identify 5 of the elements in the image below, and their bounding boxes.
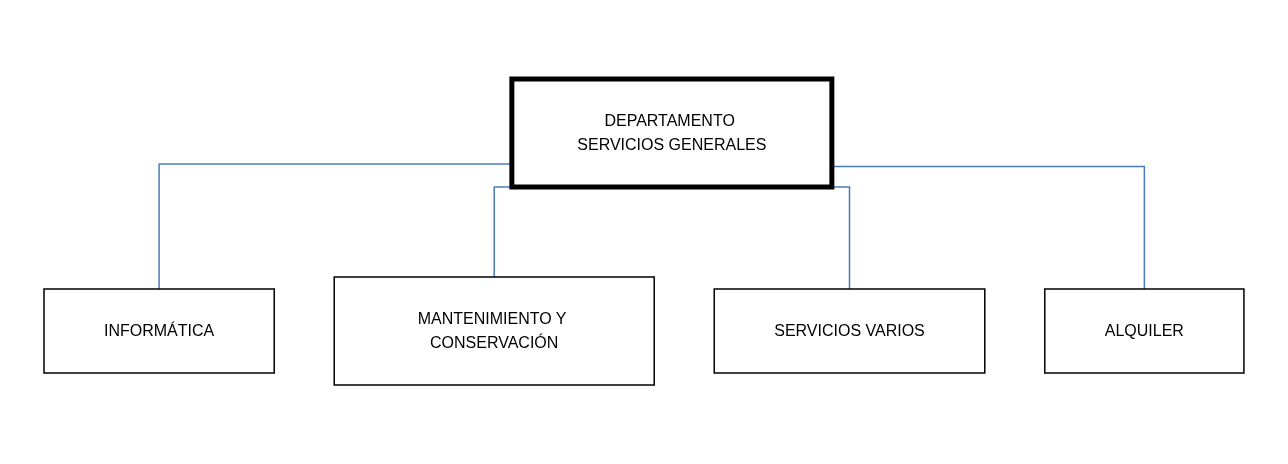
node-box: INFORMÁTICA: [43, 288, 275, 374]
node-box: ALQUILER: [1044, 288, 1245, 374]
node-box: MANTENIMIENTO Y CONSERVACIÓN: [333, 276, 655, 386]
node-box: DEPARTAMENTO SERVICIOS GENERALES: [509, 76, 835, 190]
node-box: SERVICIOS VARIOS: [713, 288, 986, 374]
